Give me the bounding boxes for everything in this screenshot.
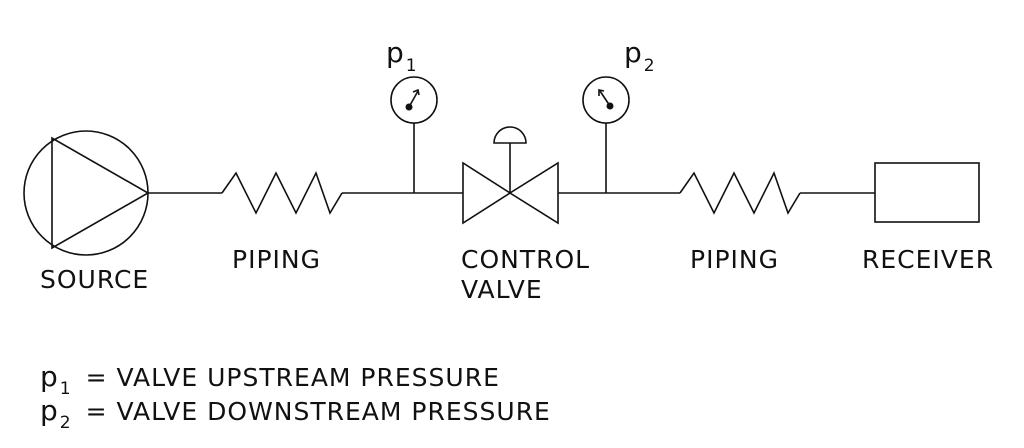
piping-downstream-icon — [679, 170, 801, 215]
piping-upstream-label: PIPING — [232, 245, 321, 274]
control-valve-icon — [462, 126, 559, 225]
source-label: SOURCE — [40, 265, 149, 294]
valve-actuator-dome — [493, 126, 527, 144]
legend-item-p2: p2 = VALVE DOWNSTREAM PRESSURE — [40, 394, 551, 433]
gauge-p1-dial — [390, 76, 438, 124]
piping-upstream-icon — [221, 170, 343, 215]
gauge-p1-subscript: 1 — [406, 56, 417, 76]
pressure-gauge-p2 — [582, 76, 630, 193]
gauge-p1-pivot — [405, 103, 413, 111]
source-triangle — [51, 136, 150, 250]
legend-p1-subscript: 1 — [60, 379, 72, 399]
gauge-p2-subscript: 2 — [644, 56, 655, 76]
gauge-p1-symbol: p — [386, 36, 404, 69]
receiver-box — [874, 162, 980, 223]
piping-downstream-label: PIPING — [690, 245, 779, 274]
legend: p1 = VALVE UPSTREAM PRESSURE p2 = VALVE DO… — [40, 360, 551, 433]
source-circle — [23, 130, 149, 256]
gauge-p2-dial — [582, 76, 630, 124]
receiver-label: RECEIVER — [862, 245, 994, 274]
pressure-gauge-p1 — [390, 76, 438, 193]
legend-p1-symbol: p — [40, 360, 59, 393]
gauge-p2-needle-tip — [598, 89, 605, 96]
control-valve-label-line1: CONTROL — [461, 245, 590, 274]
legend-p2-symbol: p — [40, 394, 59, 427]
valve-right-triangle — [508, 161, 559, 225]
gauge-p1-needle-tip — [412, 88, 420, 96]
valve-left-triangle — [462, 161, 512, 225]
control-valve-label-line2: VALVE — [461, 275, 543, 304]
legend-p2-text: = VALVE DOWNSTREAM PRESSURE — [86, 397, 551, 426]
gauge-p2-symbol: p — [624, 36, 642, 69]
source-pump-icon — [23, 130, 150, 256]
legend-p2-subscript: 2 — [60, 413, 72, 433]
legend-p1-text: = VALVE UPSTREAM PRESSURE — [86, 363, 500, 392]
gauge-p2-pivot — [606, 102, 614, 110]
legend-item-p1: p1 = VALVE UPSTREAM PRESSURE — [40, 360, 500, 399]
